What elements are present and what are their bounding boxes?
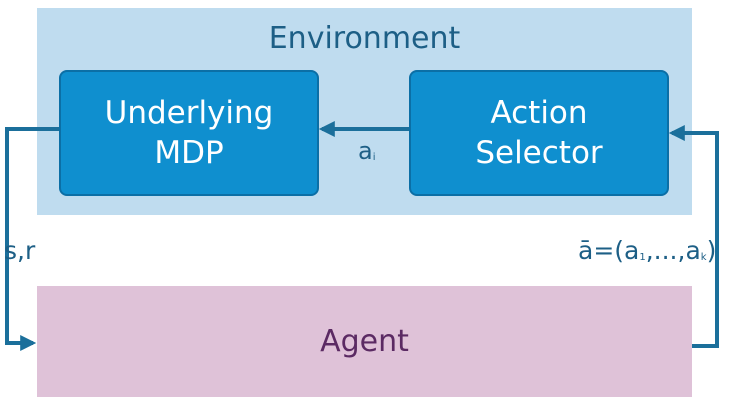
agent-label: Agent [320,324,409,359]
mdp-label-line2: MDP [154,135,224,171]
underlying-mdp-box: Underlying MDP [59,70,319,196]
action-ai-label: ai [358,137,376,165]
state-reward-label: s,r [4,236,36,265]
environment-title: Environment [268,21,461,56]
mdp-label-line1: Underlying [104,95,274,131]
agent-panel: Agent [37,286,692,397]
action-vector-label: ā=(a1,...,ak) [578,236,717,265]
agent-to-selector-arrow [668,125,719,348]
mdp-to-agent-arrow [5,127,59,351]
action-selector-box: Action Selector [409,70,669,196]
selector-label-line2: Selector [475,135,603,171]
selector-label-line1: Action [490,95,588,131]
